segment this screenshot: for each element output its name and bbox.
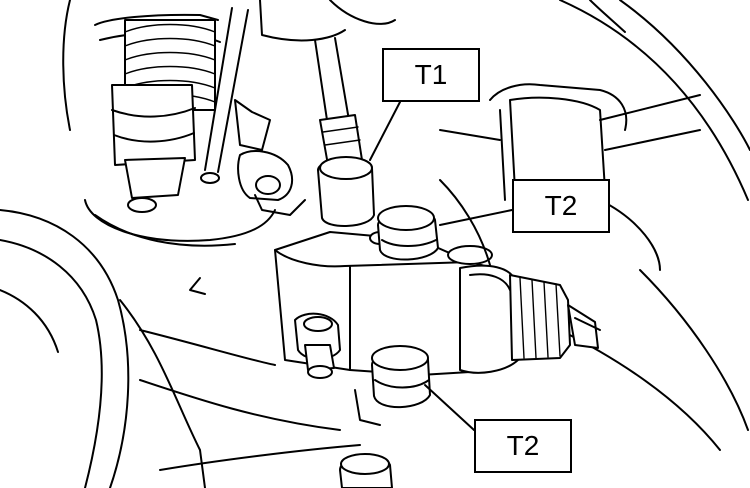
mounting-bolt-upper (377, 205, 439, 261)
bleeder-screw (294, 312, 341, 379)
transmission-case (0, 209, 361, 488)
mounting-bolt-lower (354, 345, 431, 426)
hydraulic-line (314, 37, 375, 227)
callout-t2-upper: T2 (512, 179, 610, 233)
callout-t2-lower-label: T2 (506, 430, 540, 461)
mounting-bracket (84, 99, 306, 295)
callout-t2-upper-label: T2 (544, 190, 578, 221)
callout-leader-lines (369, 101, 513, 431)
spring-assembly (62, 0, 396, 213)
callout-t1: T1 (382, 48, 480, 102)
release-fork-bracket (439, 83, 701, 271)
bottom-bolt (339, 453, 393, 488)
callout-t2-lower: T2 (474, 419, 572, 473)
callout-t1-label: T1 (414, 59, 448, 90)
